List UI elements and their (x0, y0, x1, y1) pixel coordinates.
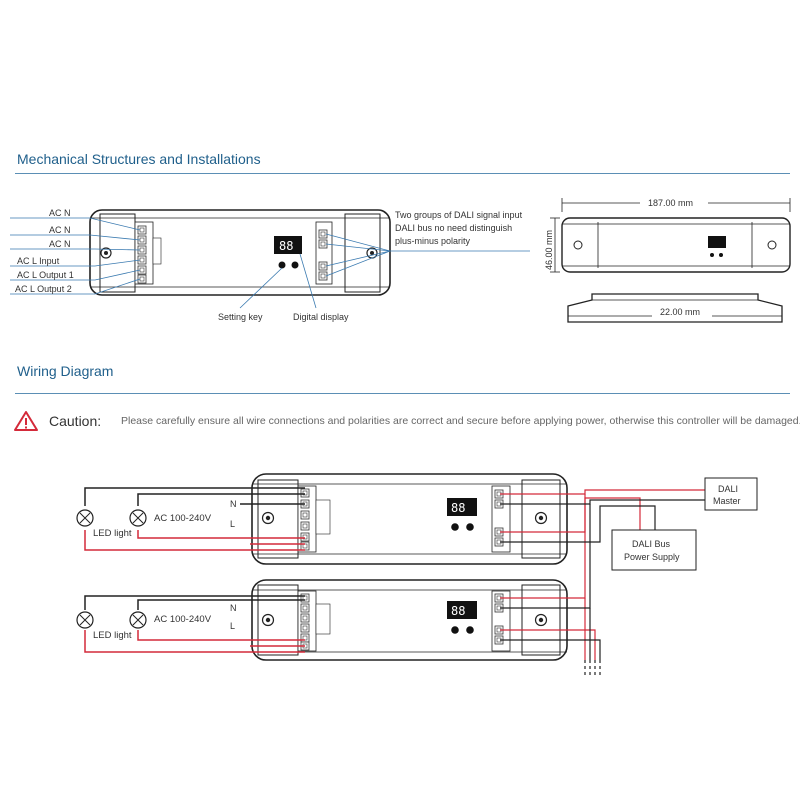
dim-length: 187.00 mm (648, 198, 693, 208)
wiring-group-2: AC 100-240V LED light N L (76, 595, 305, 653)
dali-note-line-1: Two groups of DALI signal input (395, 210, 523, 220)
dali-master-box: DALI Master (704, 477, 758, 511)
svg-text:88: 88 (451, 501, 465, 515)
dim-width: 46.00 mm (544, 230, 554, 270)
svg-text:88: 88 (279, 239, 293, 253)
setting-key-label: Setting key (218, 312, 263, 322)
mechanical-input-labels: AC N AC N AC N AC L Input AC L Output 1 … (10, 208, 141, 295)
caution-label: Caution: (49, 413, 102, 429)
led-label-1: LED light (93, 528, 132, 539)
n-label-2: N (230, 603, 237, 613)
caution-text: Please carefully ensure all wire connect… (121, 415, 800, 427)
ac-label-2: AC 100-240V (154, 614, 212, 625)
svg-text:88: 88 (451, 604, 465, 618)
mechanical-callouts: Setting key Digital display (218, 253, 349, 322)
mechanical-divider (15, 173, 790, 174)
wiring-controller-1: 88 (251, 473, 568, 565)
wiring-group-1: AC 100-240V LED light N L (76, 487, 305, 551)
dim-height: 22.00 mm (660, 307, 700, 317)
label-ac-n-1: AC N (49, 208, 71, 218)
dali-note-line-3: plus-minus polarity (395, 236, 471, 246)
warning-icon (14, 411, 38, 431)
wiring-section-title: Wiring Diagram (17, 363, 114, 379)
led-label-2: LED light (93, 630, 132, 641)
dali-psu-line-1: DALI Bus (632, 539, 671, 549)
label-ac-l-input: AC L Input (17, 256, 60, 266)
caution-notice: Caution: Please carefully ensure all wir… (13, 410, 800, 434)
dali-psu-box: DALI Bus Power Supply (611, 529, 697, 571)
mechanical-dali-note: Two groups of DALI signal input DALI bus… (325, 210, 530, 277)
mechanical-section-title: Mechanical Structures and Installations (17, 151, 261, 167)
label-ac-n-3: AC N (49, 239, 71, 249)
l-label-2: L (230, 621, 235, 631)
label-ac-l-output-1: AC L Output 1 (17, 270, 74, 280)
dali-bus-wiring (500, 489, 705, 678)
dali-note-line-2: DALI bus no need distinguish (395, 223, 512, 233)
dali-master-line-1: DALI (718, 484, 738, 494)
label-ac-l-output-2: AC L Output 2 (15, 284, 72, 294)
mechanical-controller-topview: 88 (89, 209, 391, 296)
wiring-controller-2: 88 (251, 579, 568, 661)
mechanical-dimension-views: 187.00 mm 46.00 mm 22.00 mm (544, 196, 791, 323)
label-ac-n-2: AC N (49, 225, 71, 235)
dali-master-line-2: Master (713, 496, 741, 506)
l-label-1: L (230, 519, 235, 529)
ac-label-1: AC 100-240V (154, 513, 212, 524)
digital-display-label: Digital display (293, 312, 349, 322)
dali-psu-line-2: Power Supply (624, 552, 680, 562)
wiring-divider (15, 393, 790, 394)
n-label-1: N (230, 499, 237, 509)
